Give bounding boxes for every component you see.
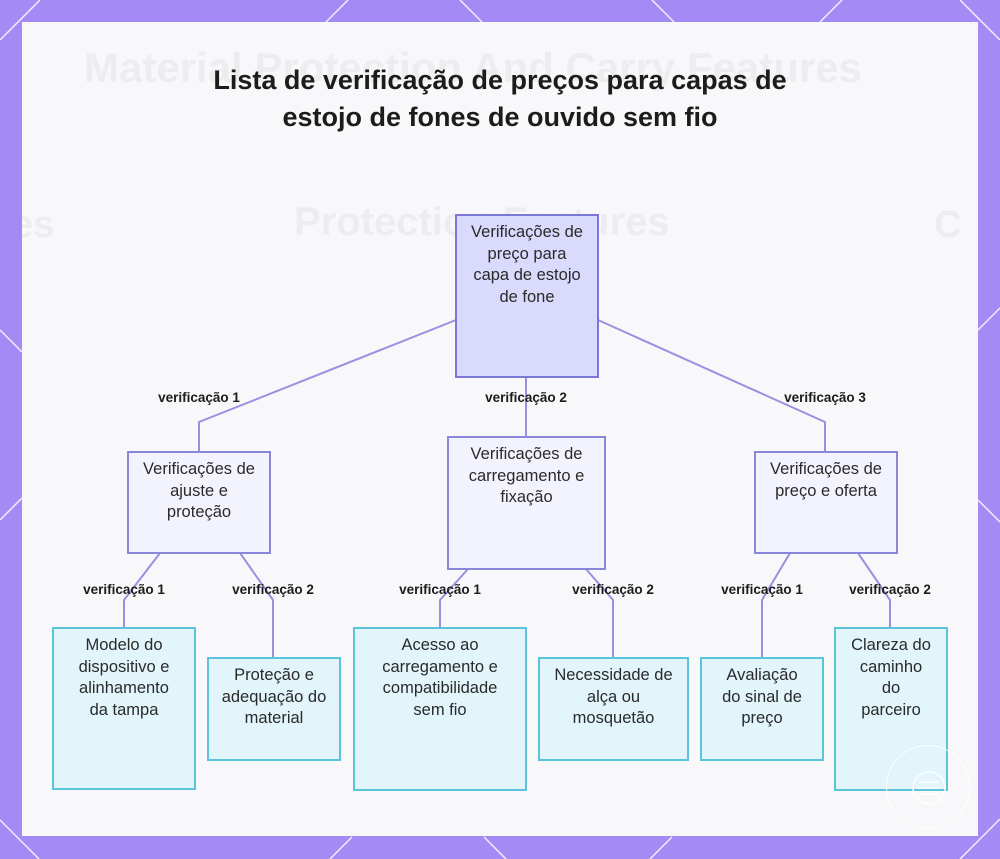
edge-label-root-left: verificação 1 — [158, 390, 240, 405]
node-charging-access-label: Acesso ao carregamento e compatibilidade… — [367, 635, 513, 721]
node-price-signal-label: Avaliação do sinal de preço — [716, 665, 808, 730]
node-device-model: Modelo do dispositivo e alinhamento da t… — [52, 627, 196, 790]
edge-label-right-leaf5: verificação 1 — [721, 582, 803, 597]
page-title: Lista de verificação de preços para capa… — [200, 62, 800, 136]
connector-center-leaf3 — [440, 569, 468, 628]
node-root: Verificações de preço para capa de estoj… — [455, 214, 599, 378]
logo-badge-icon — [886, 745, 970, 829]
edge-label-left-leaf1: verificação 1 — [83, 582, 165, 597]
edge-label-root-right: verificação 3 — [784, 390, 866, 405]
edge-label-left-leaf2: verificação 2 — [232, 582, 314, 597]
node-root-label: Verificações de preço para capa de estoj… — [471, 222, 583, 308]
connector-left-leaf2 — [240, 553, 273, 658]
edge-label-center-leaf3: verificação 1 — [399, 582, 481, 597]
edge-label-right-leaf6: verificação 2 — [849, 582, 931, 597]
node-strap-carabiner: Necessidade de alça ou mosquetão — [538, 657, 689, 761]
node-price-signal: Avaliação do sinal de preço — [700, 657, 824, 761]
node-charging-attachment: Verificações de carregamento e fixação — [447, 436, 606, 570]
node-partner-path-label: Clareza do caminho do parceiro — [850, 635, 932, 721]
node-fit-protection: Verificações de ajuste e proteção — [127, 451, 271, 554]
logo-badge-glyph — [887, 746, 971, 830]
node-fit-protection-label: Verificações de ajuste e proteção — [139, 459, 259, 524]
node-material-protection: Proteção e adequação do material — [207, 657, 341, 761]
node-price-offer-label: Verificações de preço e oferta — [766, 459, 886, 502]
connector-root-right — [598, 320, 825, 452]
node-charging-access: Acesso ao carregamento e compatibilidade… — [353, 627, 527, 791]
node-device-model-label: Modelo do dispositivo e alinhamento da t… — [68, 635, 180, 721]
connector-root-left — [199, 320, 456, 452]
edge-label-center-leaf4: verificação 2 — [572, 582, 654, 597]
node-price-offer: Verificações de preço e oferta — [754, 451, 898, 554]
edge-label-root-center: verificação 2 — [485, 390, 567, 405]
node-material-protection-label: Proteção e adequação do material — [221, 665, 327, 730]
node-charging-attachment-label: Verificações de carregamento e fixação — [463, 444, 590, 509]
connector-right-leaf5 — [762, 553, 790, 658]
node-strap-carabiner-label: Necessidade de alça ou mosquetão — [550, 665, 677, 730]
